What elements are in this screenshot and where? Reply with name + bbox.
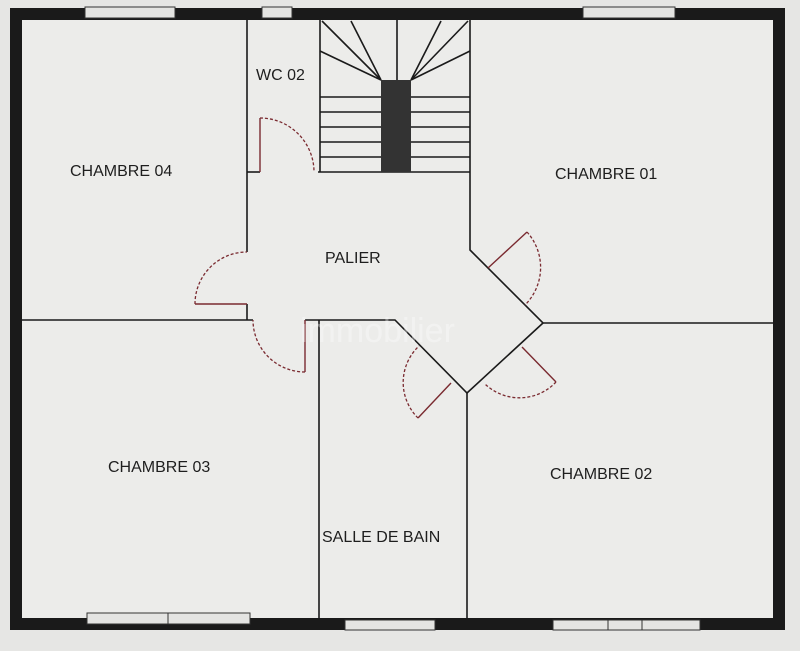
room-label-chambre-04: CHAMBRE 04 — [70, 163, 172, 180]
door-wc-02 — [259, 117, 315, 173]
window — [344, 619, 436, 631]
window — [582, 6, 676, 19]
door-chambre-02 — [484, 346, 557, 399]
staircase — [319, 20, 471, 172]
stair-core — [381, 80, 411, 172]
room-label-chambre-02: CHAMBRE 02 — [550, 466, 652, 483]
wall — [305, 319, 544, 395]
door-chambre-01 — [487, 231, 542, 306]
room-label-chambre-03: CHAMBRE 03 — [108, 459, 210, 476]
room-label-salle-de-bain: SALLE DE BAIN — [322, 529, 440, 546]
door-chambre-04 — [194, 251, 248, 305]
room-label-chambre-01: CHAMBRE 01 — [555, 166, 657, 183]
window — [84, 6, 176, 19]
door-salle-de-bain — [402, 345, 452, 419]
door-chambre-03 — [252, 319, 306, 373]
window — [552, 619, 701, 631]
doors — [194, 117, 557, 419]
watermark-logo: immobilier — [300, 312, 455, 350]
interior-walls — [22, 20, 773, 618]
wall — [469, 20, 773, 324]
window — [261, 6, 293, 19]
room-label-wc-02: WC 02 — [256, 67, 305, 84]
room-label-palier: PALIER — [325, 250, 381, 267]
windows — [84, 6, 701, 631]
